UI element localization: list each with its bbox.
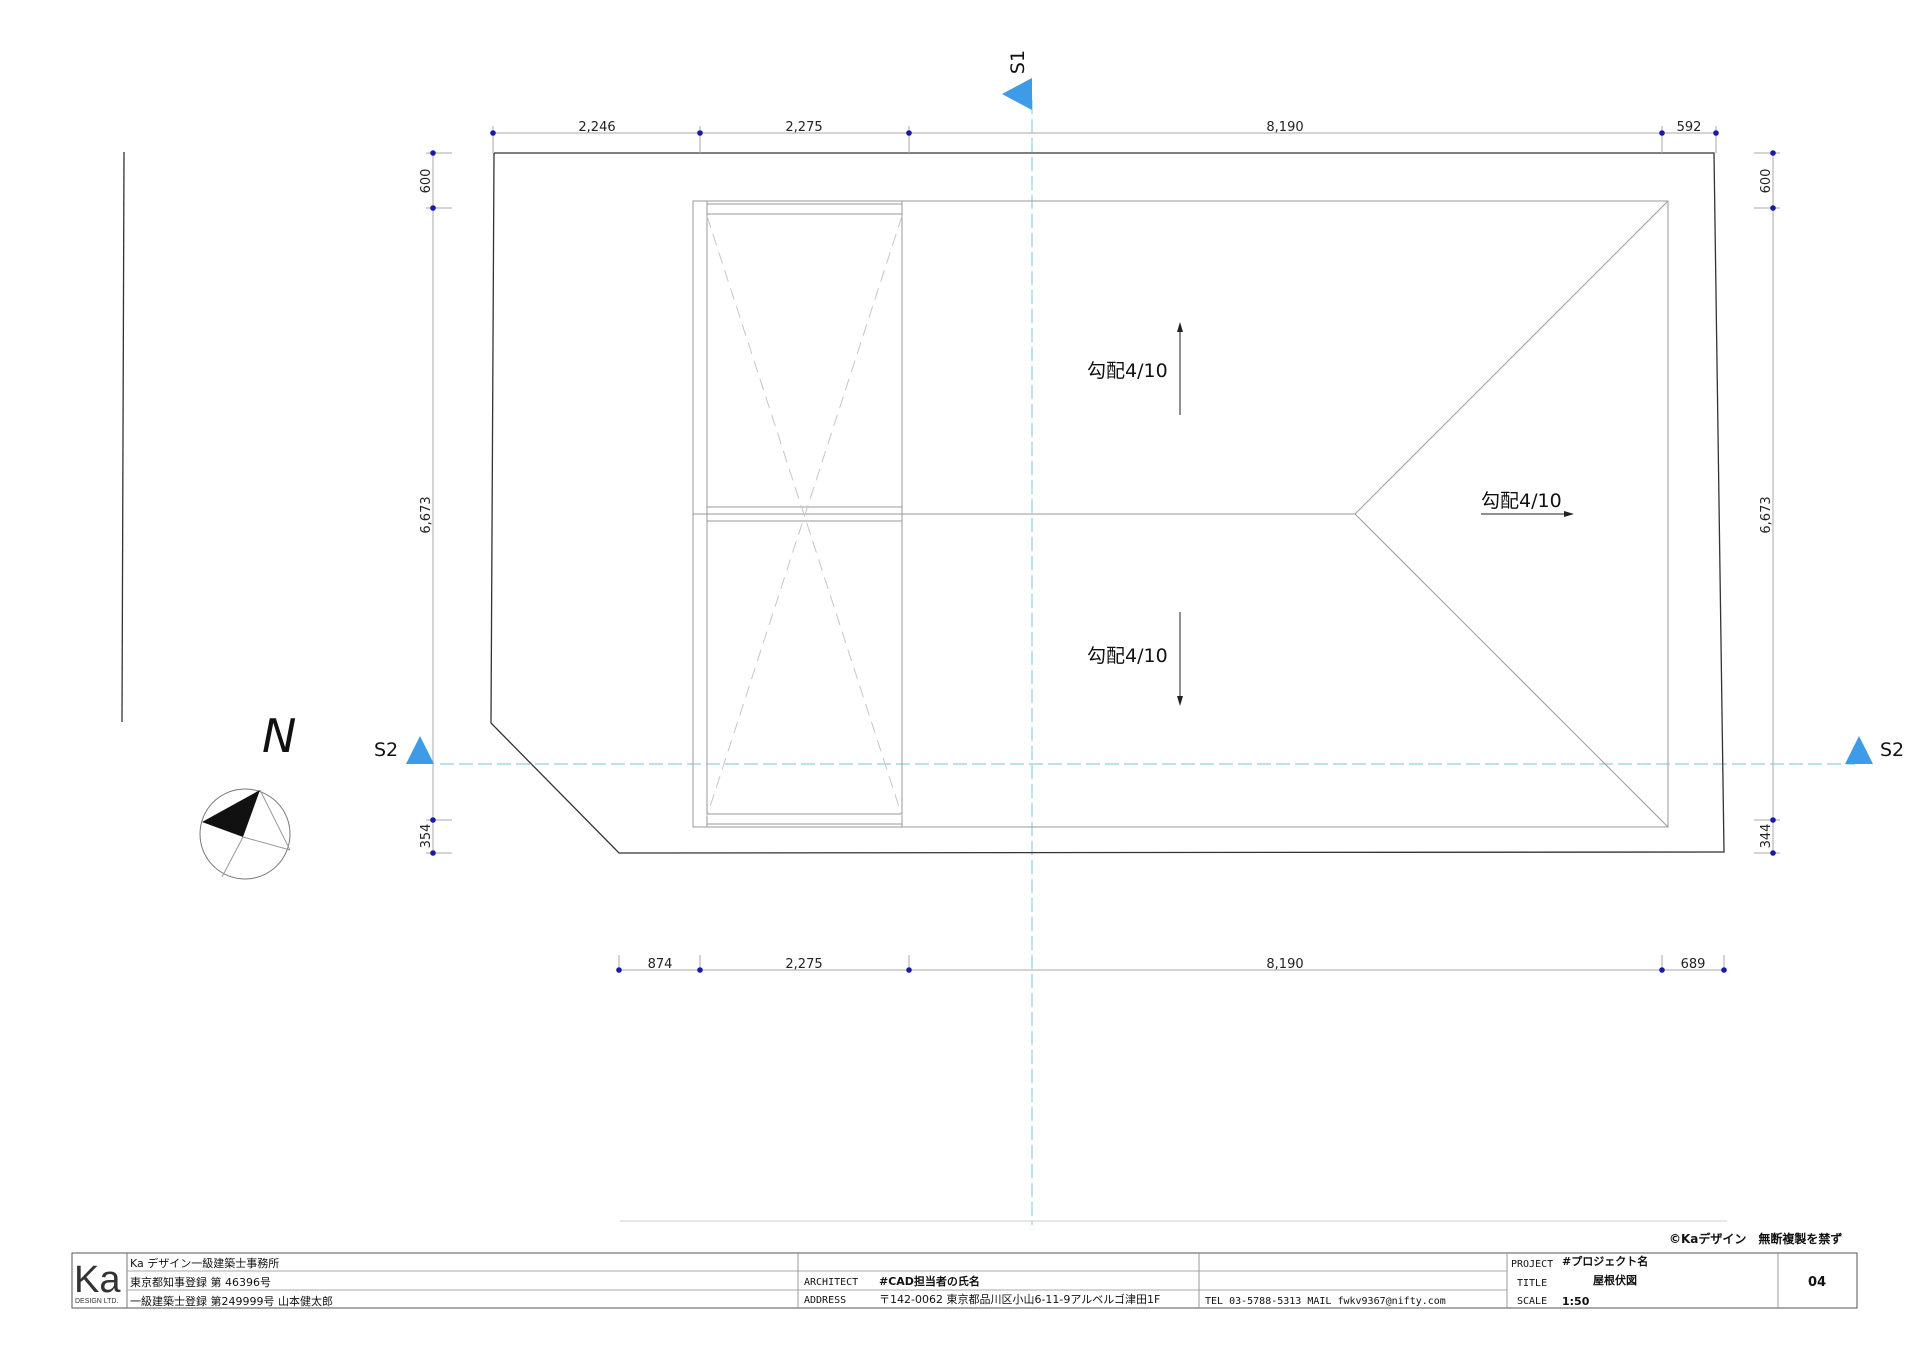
dim-bottom-1: 874 bbox=[648, 957, 673, 972]
dim-right-3: 344 bbox=[1759, 824, 1774, 849]
section-marker-s2-left: S2 bbox=[374, 736, 434, 764]
architect-registration: 一級建築士登録 第249999号 山本健太郎 bbox=[130, 1294, 333, 1308]
architect-label: ARCHITECT bbox=[804, 1277, 858, 1288]
dim-right-2: 6,673 bbox=[1759, 496, 1774, 533]
section-marker-icon bbox=[406, 736, 434, 764]
dim-top-1: 2,246 bbox=[578, 120, 615, 135]
section-marker-s2-right: S2 bbox=[1845, 736, 1904, 764]
hip-line-upper bbox=[1354, 200, 1669, 515]
section-marker-icon bbox=[1002, 78, 1032, 110]
dim-left-1: 600 bbox=[419, 169, 434, 194]
balcony-area bbox=[692, 200, 903, 828]
scale-value: 1:50 bbox=[1562, 1295, 1590, 1308]
section-label-s2-left: S2 bbox=[374, 739, 398, 761]
boundary-line bbox=[121, 151, 125, 723]
dim-left-2: 6,673 bbox=[419, 496, 434, 533]
north-arrow-icon bbox=[199, 788, 291, 880]
office-registration: 東京都知事登録 第 46396号 bbox=[130, 1275, 271, 1289]
dim-bottom-4: 689 bbox=[1681, 957, 1706, 972]
section-marker-icon bbox=[1845, 736, 1873, 764]
slope-upper-label: 勾配4/10 bbox=[1087, 360, 1168, 382]
roof-outline bbox=[490, 152, 1725, 854]
contact-info: TEL 03-5788-5313 MAIL fwkv9367@nifty.com bbox=[1205, 1296, 1446, 1307]
title-value: 屋根伏図 bbox=[1593, 1273, 1637, 1287]
dimension-bottom: 874 2,275 8,190 689 bbox=[616, 955, 1727, 973]
slope-lower: 勾配4/10 bbox=[1087, 612, 1183, 706]
dimension-left: 600 6,673 354 bbox=[419, 150, 452, 856]
architect-value: #CAD担当者の氏名 bbox=[879, 1274, 980, 1288]
dim-bottom-3: 8,190 bbox=[1266, 957, 1303, 972]
dim-left-3: 354 bbox=[419, 824, 434, 849]
office-name: Ka デザイン一級建築士事務所 bbox=[130, 1256, 279, 1270]
logo-text: Ka bbox=[74, 1259, 121, 1301]
slope-right: 勾配4/10 bbox=[1481, 490, 1574, 517]
hip-line-lower bbox=[1354, 513, 1669, 828]
dim-top-2: 2,275 bbox=[785, 120, 822, 135]
dim-top-4: 592 bbox=[1677, 120, 1702, 135]
project-label: PROJECT bbox=[1511, 1259, 1553, 1270]
dimension-right: 600 6,673 344 bbox=[1754, 150, 1780, 856]
section-label-s2-right: S2 bbox=[1880, 739, 1904, 761]
logo-subtext: DESIGN LTD. bbox=[75, 1298, 118, 1305]
slope-right-label: 勾配4/10 bbox=[1481, 490, 1562, 512]
address-value: 〒142-0062 東京都品川区小山6-11-9アルベルゴ津田1F bbox=[879, 1292, 1160, 1306]
north-label: N bbox=[262, 709, 296, 763]
section-label-s1: S1 bbox=[1007, 50, 1029, 74]
dimension-top: 2,246 2,275 8,190 592 bbox=[490, 120, 1719, 153]
project-value: #プロジェクト名 bbox=[1562, 1254, 1648, 1268]
dim-top-3: 8,190 bbox=[1266, 120, 1303, 135]
address-label: ADDRESS bbox=[804, 1295, 846, 1306]
dim-bottom-2: 2,275 bbox=[785, 957, 822, 972]
dim-right-1: 600 bbox=[1759, 169, 1774, 194]
north-arrow: N bbox=[199, 709, 296, 880]
slope-lower-label: 勾配4/10 bbox=[1087, 645, 1168, 667]
title-block: Ka DESIGN LTD. Ka デザイン一級建築士事務所 東京都知事登録 第… bbox=[71, 1252, 1858, 1309]
slope-upper: 勾配4/10 bbox=[1087, 322, 1183, 415]
copyright-notice: ©Kaデザイン 無断複製を禁ず bbox=[1669, 1231, 1842, 1246]
title-label: TITLE bbox=[1517, 1278, 1547, 1289]
sheet-number: 04 bbox=[1808, 1275, 1826, 1290]
section-marker-s1: S1 bbox=[1002, 50, 1032, 110]
scale-label: SCALE bbox=[1517, 1296, 1547, 1307]
